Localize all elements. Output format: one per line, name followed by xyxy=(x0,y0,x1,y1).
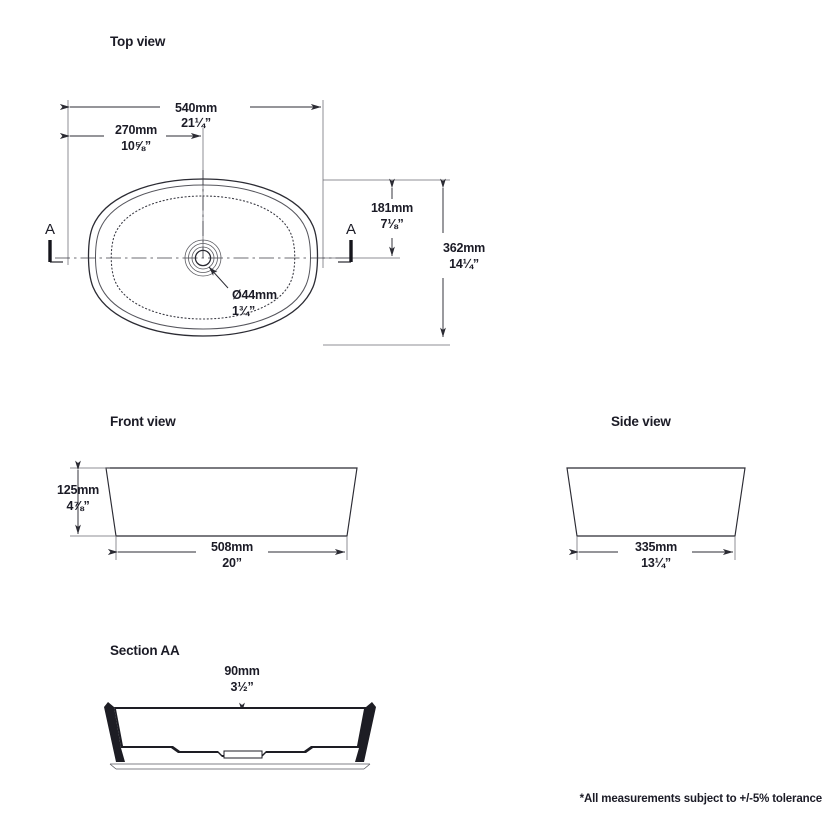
side-width-mm: 335mm xyxy=(635,540,677,554)
side-view-extension-lines xyxy=(576,536,736,560)
front-view-title: Front view xyxy=(110,414,176,429)
drain-callout: Ø44mm 1¾” xyxy=(208,266,277,318)
top-half-depth-inch: 7⅛” xyxy=(380,217,403,231)
top-depth-mm: 362mm xyxy=(443,241,485,255)
section-marker-right: A xyxy=(338,221,356,263)
side-view-body xyxy=(566,467,746,537)
dimension-overall-depth: 362mm 14¼” xyxy=(440,178,485,338)
section-drain-recess xyxy=(223,750,263,759)
front-width-inch: 20” xyxy=(222,556,242,570)
side-view-title: Side view xyxy=(611,414,671,429)
section-view-title: Section AA xyxy=(110,643,180,658)
dimension-front-width: 508mm 20” xyxy=(107,540,346,570)
top-width-mm: 540mm xyxy=(175,101,217,115)
section-depth-mm: 90mm xyxy=(224,664,259,678)
section-depth-inch: 3½” xyxy=(230,680,253,694)
dimension-basin-depth: 90mm 3½” xyxy=(224,664,262,751)
side-width-inch: 13¼” xyxy=(641,556,671,570)
top-view-centerlines xyxy=(55,170,352,259)
top-half-depth-mm: 181mm xyxy=(371,201,413,215)
basin-top-outline xyxy=(87,178,319,337)
section-aa-view: Section AA 90mm 3½” xyxy=(104,643,376,770)
dimension-half-depth: 181mm 7⅛” xyxy=(371,178,413,257)
side-view: Side view 335mm 13¼” xyxy=(566,414,746,570)
front-view-body xyxy=(105,467,358,537)
top-view-title: Top view xyxy=(110,34,166,49)
front-height-inch: 4⅞” xyxy=(66,499,89,513)
drain-diameter-inch: 1¾” xyxy=(232,304,255,318)
section-base-plate xyxy=(109,763,371,770)
section-letter-right: A xyxy=(346,221,356,238)
dimension-center-offset: 270mm 10⅝” xyxy=(59,123,202,153)
section-marker-left: A xyxy=(45,221,63,263)
dimension-overall-width: 540mm 21¼” xyxy=(59,101,322,130)
drain-diameter-mm: Ø44mm xyxy=(232,288,277,302)
dimension-front-height: 125mm 4⅞” xyxy=(57,460,99,535)
top-offset-inch: 10⅝” xyxy=(121,139,151,153)
front-height-mm: 125mm xyxy=(57,483,99,497)
front-view: Front view 125mm 4⅞” 508mm 20” xyxy=(57,414,358,570)
top-depth-inch: 14¼” xyxy=(449,257,479,271)
tolerance-footnote: *All measurements subject to +/-5% toler… xyxy=(580,793,822,805)
top-view: Top view 540mm 21¼” 270mm 10⅝” xyxy=(45,34,485,346)
dimension-side-width: 335mm 13¼” xyxy=(568,540,734,570)
top-offset-mm: 270mm xyxy=(115,123,157,137)
section-letter-left: A xyxy=(45,221,55,238)
drain-hole xyxy=(184,239,222,277)
section-interior xyxy=(116,709,364,755)
front-width-mm: 508mm xyxy=(211,540,253,554)
top-width-inch: 21¼” xyxy=(181,116,211,130)
